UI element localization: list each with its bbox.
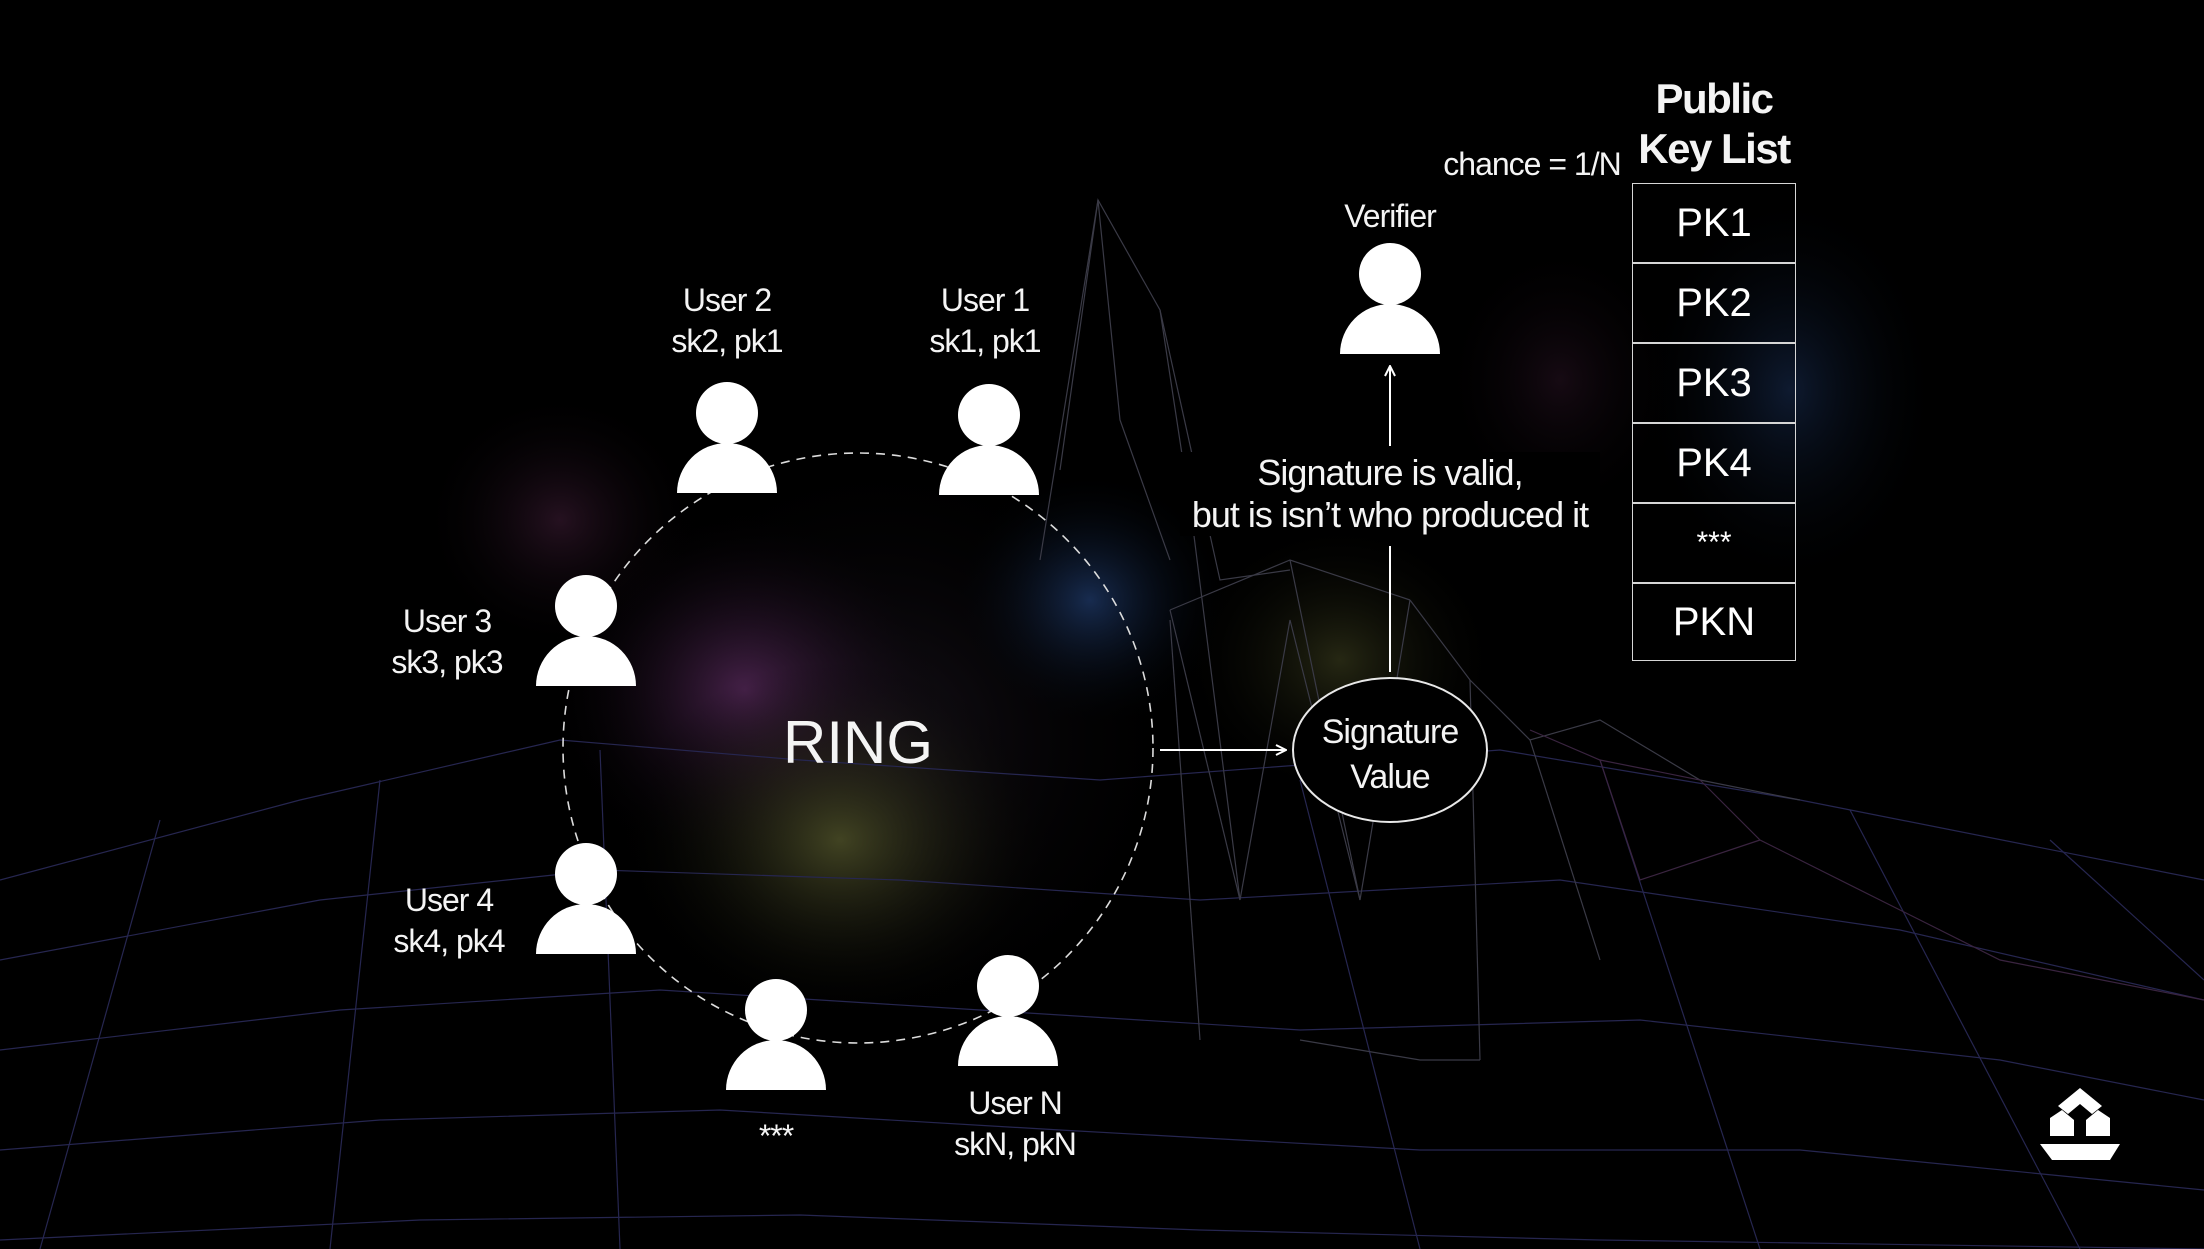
ring-circle: [562, 452, 1154, 1044]
user-icon: [958, 955, 1058, 1066]
user-name: User N: [968, 1085, 1063, 1121]
verifier-label: Verifier: [1344, 198, 1437, 234]
user-icon: [677, 382, 777, 493]
user-icon: [939, 384, 1039, 495]
public-key-row: PK3: [1632, 343, 1796, 423]
public-key-list-title: Public Key List: [1612, 74, 1816, 174]
user-name: User 1: [940, 282, 1030, 318]
public-key-row: PK2: [1632, 263, 1796, 343]
user-ellipsis-label: ***: [700, 1116, 852, 1157]
user-n-label: User N skN, pkN: [920, 1083, 1110, 1165]
public-key-list-title-line-1: Public: [1655, 75, 1774, 122]
user-name: User 3: [402, 603, 492, 639]
public-key-row: PK4: [1632, 423, 1796, 503]
background-glows: [420, 190, 1940, 1040]
wireframe-terrain: [0, 198, 2204, 1249]
signature-line-1: Signature: [1321, 713, 1460, 751]
chance-label: chance = 1/N: [1443, 146, 1621, 182]
public-key-row: PK1: [1632, 183, 1796, 263]
user-icon: [536, 843, 636, 954]
public-key-row: ***: [1632, 503, 1796, 583]
user-icon: [536, 575, 636, 686]
user-2-label: User 2 sk2, pk1: [632, 280, 822, 362]
validity-note: Signature is valid, but is isn’t who pro…: [1180, 452, 1600, 536]
user-keys: sk1, pk1: [929, 323, 1041, 359]
user-keys: skN, pkN: [954, 1126, 1077, 1162]
signature-value-label: Signature Value: [1300, 710, 1480, 800]
user-name: User 2: [682, 282, 772, 318]
public-key-row: PKN: [1632, 583, 1796, 661]
user-3-label: User 3 sk3, pk3: [352, 601, 542, 683]
public-key-list-title-line-2: Key List: [1638, 125, 1791, 172]
signature-line-2: Value: [1350, 758, 1430, 796]
validity-note-line-2: but is isn’t who produced it: [1191, 494, 1589, 535]
user-name: User 4: [404, 882, 494, 918]
validity-note-line-1: Signature is valid,: [1257, 452, 1523, 493]
user-1-label: User 1 sk1, pk1: [890, 280, 1080, 362]
user-icon: [726, 979, 826, 1090]
user-keys: sk3, pk3: [391, 644, 503, 680]
user-name: ***: [758, 1118, 794, 1154]
ring-label: RING: [783, 709, 933, 776]
brand-logo-icon: [2040, 1088, 2120, 1160]
verifier-icon: [1340, 243, 1440, 354]
user-keys: sk2, pk1: [671, 323, 783, 359]
user-4-label: User 4 sk4, pk4: [354, 880, 544, 962]
signature-value-ellipse: [1292, 677, 1488, 823]
user-keys: sk4, pk4: [393, 923, 505, 959]
